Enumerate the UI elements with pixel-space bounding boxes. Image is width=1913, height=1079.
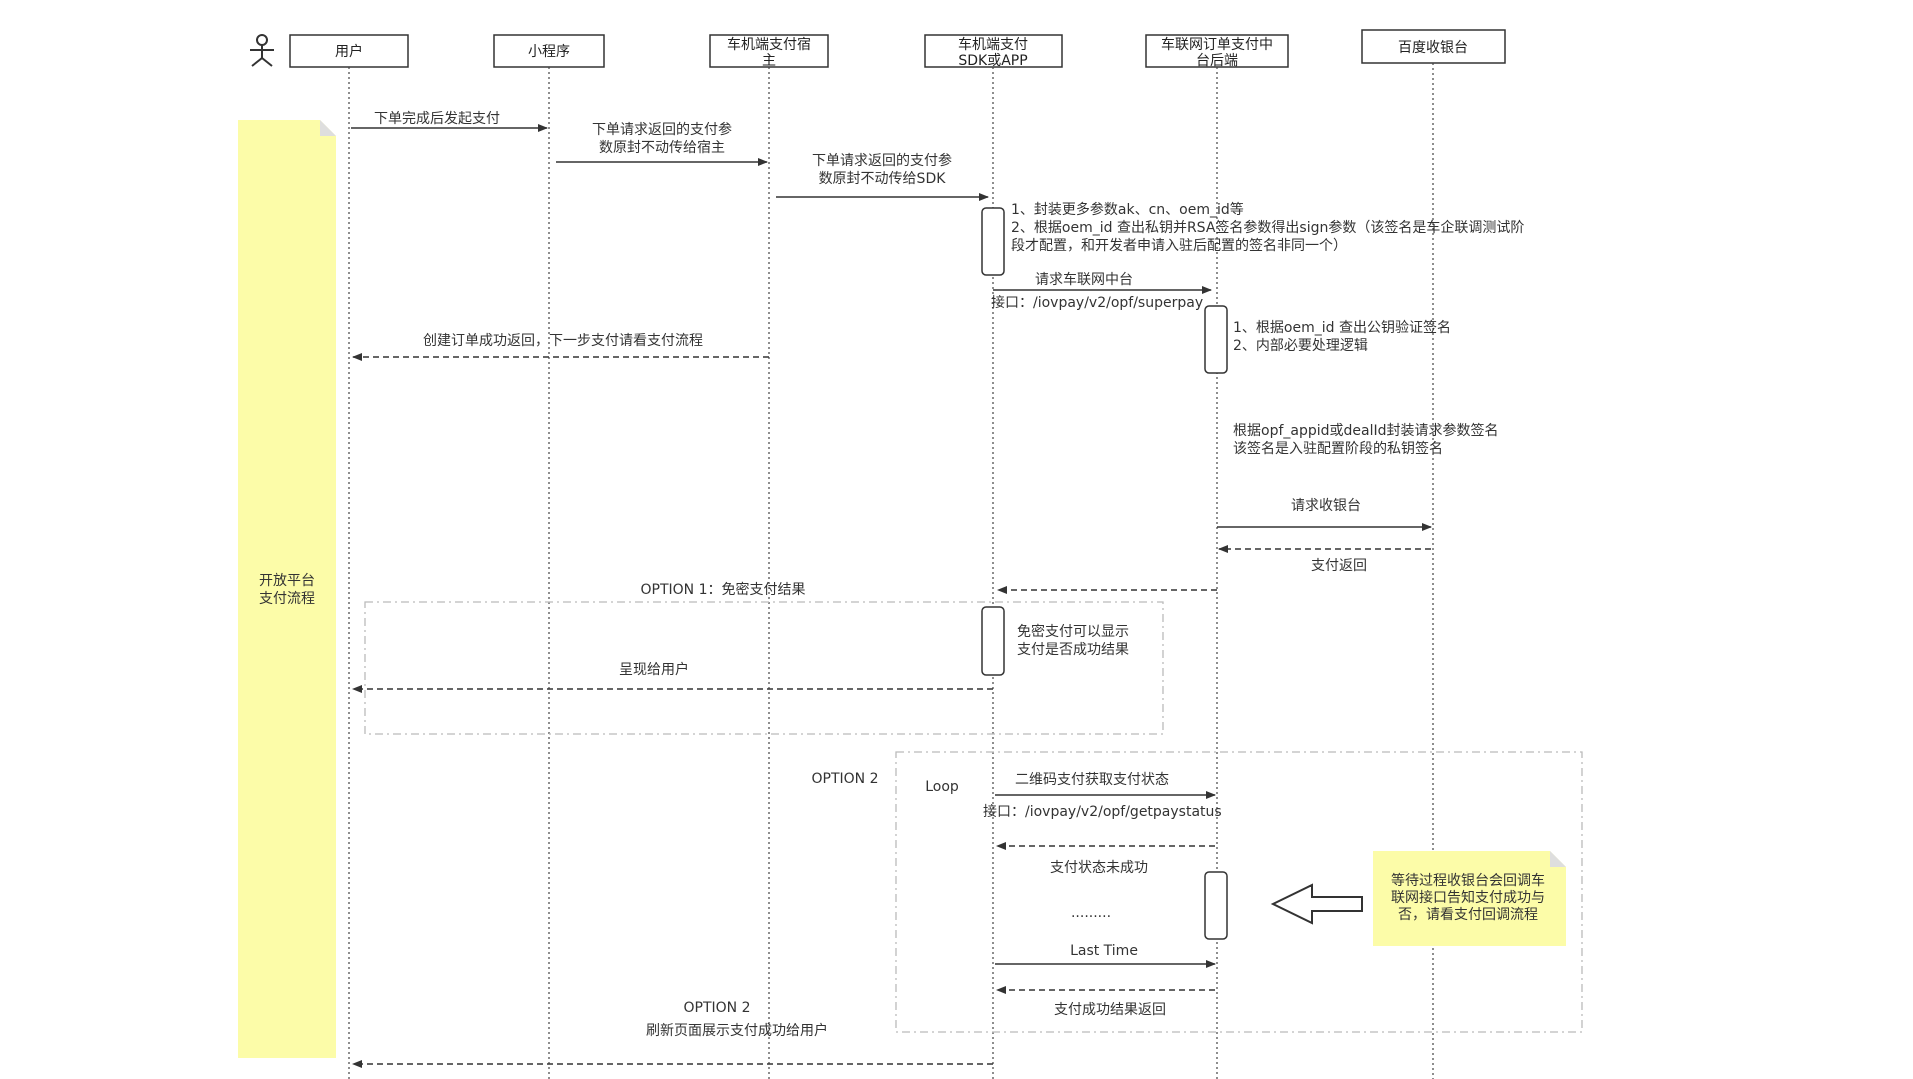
participant-cashier-label: 百度收银台: [1398, 40, 1468, 56]
option1-frame: [364, 601, 1164, 735]
participant-backend-label-1: 车联网订单支付中: [1161, 36, 1273, 53]
participant-host: 车机端支付宿 主: [709, 34, 829, 69]
sdk-note-line-2: 2、根据oem_id 查出私钥并RSA签名参数得出sign参数（该签名是车企联调…: [1011, 219, 1524, 236]
lifelines: [348, 63, 1434, 1079]
loop-frame: [895, 751, 1583, 1033]
sign-note-line-1: 根据opf_appid或dealId封装请求参数签名: [1233, 422, 1499, 439]
participant-sdk: 车机端支付 SDK或APP: [924, 34, 1063, 69]
label-m8: 呈现给用户: [619, 661, 689, 678]
label-m2-2: 数原封不动传给宿主: [599, 139, 725, 156]
label-m3-1: 下单请求返回的支付参: [812, 152, 952, 169]
label-m4-2: 接口：/iovpay/v2/opf/superpay: [991, 294, 1203, 311]
participant-host-label-1: 车机端支付宿: [727, 36, 811, 53]
option1-note-line-2: 支付是否成功结果: [1017, 642, 1129, 658]
callback-note-body: [1373, 851, 1566, 946]
activation-sdk-2: [981, 606, 1005, 676]
label-m4-1: 请求车联网中台: [1035, 271, 1133, 288]
side-note: 开放平台 支付流程: [238, 120, 336, 1058]
label-m9-1: 二维码支付获取支付状态: [1015, 772, 1169, 788]
label-loop: Loop: [925, 779, 959, 795]
participant-miniprogram-label: 小程序: [528, 44, 570, 60]
callback-note-line-3: 否，请看支付回调流程: [1398, 907, 1538, 923]
label-option1: OPTION 1：免密支付结果: [641, 581, 806, 598]
participant-cashier: 百度收银台: [1361, 29, 1506, 64]
callback-note-line-1: 等待过程收银台会回调车: [1391, 872, 1545, 889]
label-m1: 下单完成后发起支付: [374, 111, 500, 127]
sign-note-line-2: 该签名是入驻配置阶段的私钥签名: [1233, 440, 1443, 457]
label-m11: Last Time: [1070, 943, 1138, 959]
participant-sdk-label-1: 车机端支付: [958, 36, 1028, 53]
label-final-2: 刷新页面展示支付成功给用户: [646, 1022, 828, 1039]
participant-miniprogram: 小程序: [493, 34, 605, 68]
label-m6: 请求收银台: [1291, 498, 1361, 514]
participant-backend: 车联网订单支付中 台后端: [1145, 34, 1289, 69]
label-final-1: OPTION 2: [684, 1000, 751, 1016]
side-note-body: [238, 120, 336, 1058]
label-option2: OPTION 2: [812, 771, 879, 787]
participant-user-label: 用户: [335, 43, 363, 60]
side-note-line-2: 支付流程: [259, 591, 315, 607]
callback-note-line-2: 联网接口告知支付成功与: [1391, 889, 1545, 906]
activation-sdk-1: [981, 207, 1005, 276]
sdk-note-line-3: 段才配置，和开发者申请入驻后配置的签名非同一个）: [1011, 237, 1347, 254]
activation-backend-2: [1204, 871, 1228, 940]
backend-note-line-1: 1、根据oem_id 查出公钥验证签名: [1233, 319, 1451, 336]
callback-note-fold: [1550, 851, 1566, 867]
label-m7: 支付返回: [1311, 558, 1367, 574]
callback-note: 等待过程收银台会回调车 联网接口告知支付成功与 否，请看支付回调流程: [1373, 851, 1566, 946]
label-dots: .........: [1071, 905, 1111, 921]
label-m10: 支付状态未成功: [1050, 860, 1148, 876]
callback-arrow-icon: [1270, 883, 1363, 925]
label-m5: 创建订单成功返回，下一步支付请看支付流程: [423, 333, 703, 349]
option1-note-line-1: 免密支付可以显示: [1017, 623, 1129, 640]
activation-backend-1: [1204, 305, 1228, 374]
participant-user: 用户: [289, 34, 409, 68]
label-m12: 支付成功结果返回: [1054, 1002, 1166, 1018]
sdk-note-line-1: 1、封装更多参数ak、cn、oem_id等: [1011, 201, 1244, 218]
participant-host-label-2: 主: [762, 53, 776, 69]
actor-icon: [250, 34, 274, 67]
label-m3-2: 数原封不动传给SDK: [819, 171, 947, 187]
side-note-fold: [320, 120, 336, 136]
participant-sdk-label-2: SDK或APP: [958, 53, 1027, 69]
side-note-line-1: 开放平台: [259, 573, 315, 589]
label-m2-1: 下单请求返回的支付参: [592, 121, 732, 138]
label-m9-2: 接口：/iovpay/v2/opf/getpaystatus: [983, 803, 1222, 820]
backend-note-line-2: 2、内部必要处理逻辑: [1233, 338, 1368, 354]
participant-backend-label-2: 台后端: [1196, 53, 1238, 69]
